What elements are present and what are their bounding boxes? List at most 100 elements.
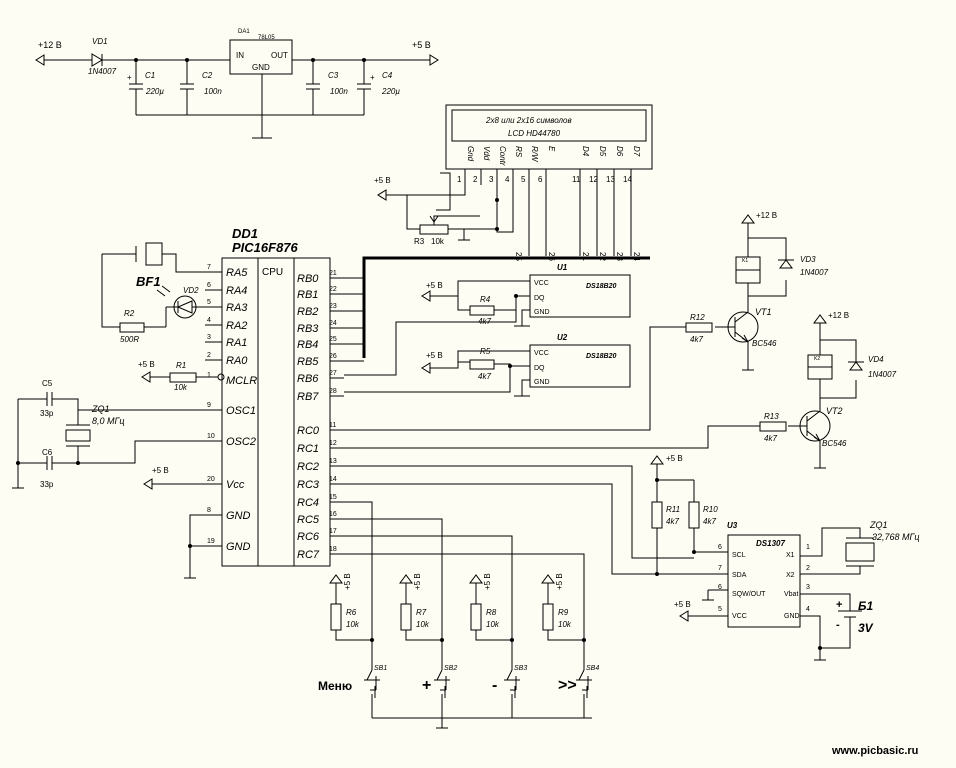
label: SB3 (514, 665, 527, 672)
svg-text:+: + (127, 73, 132, 82)
svg-text:8,0 МГц: 8,0 МГц (92, 416, 125, 426)
svg-text:VD3: VD3 (800, 255, 816, 264)
pic-pin-name: RB6 (297, 373, 319, 385)
svg-text:R11: R11 (666, 505, 680, 514)
pic-pin-name: RB1 (297, 289, 318, 301)
svg-text:VT2: VT2 (826, 406, 843, 416)
pic-pin-name: RB7 (297, 391, 319, 403)
pic-pin-number: 1 (207, 372, 211, 379)
svg-text:DD1: DD1 (232, 226, 258, 241)
pic-pin-number: 6 (207, 282, 211, 289)
bus-net-number: 23 (615, 252, 624, 261)
relay-channel-1: +12 В K1 VD3 1N4007 VT1 BC546 R12 4k7 (344, 211, 829, 431)
pic-pin-number: 11 (329, 422, 336, 429)
svg-text:6: 6 (718, 584, 722, 591)
pic-pin-name: RC2 (297, 461, 319, 473)
lcd-pin-number: 3 (489, 175, 494, 184)
svg-text:+5 В: +5 В (412, 40, 431, 50)
svg-text:+5 В: +5 В (138, 360, 155, 369)
label: SB1 (374, 665, 387, 672)
svg-text:U2: U2 (557, 333, 568, 342)
svg-text:K1: K1 (742, 258, 748, 264)
svg-text:SDA: SDA (732, 572, 747, 579)
bus-net-number: 26 (547, 252, 556, 261)
pic-pin-number: 4 (207, 317, 211, 324)
svg-text:VD1: VD1 (92, 37, 108, 46)
label: R7 (416, 608, 427, 617)
svg-text:R10: R10 (703, 505, 718, 514)
svg-text:PIC16F876: PIC16F876 (232, 240, 299, 255)
pic-pin-name: OSC1 (226, 405, 256, 417)
pic-pin-number: 10 (207, 433, 215, 440)
svg-text:GND: GND (252, 63, 270, 72)
svg-text:4k7: 4k7 (666, 517, 679, 526)
label: 10k (346, 620, 360, 629)
lcd-pin-number: 2 (473, 175, 478, 184)
lcd-pin-number: 4 (505, 175, 510, 184)
label: +5 В (343, 573, 352, 590)
svg-text:C2: C2 (202, 71, 213, 80)
label: R9 (558, 608, 569, 617)
label: +5 В (555, 573, 564, 590)
buzzer-bf1: BF1 R2 500R VD2 (101, 242, 205, 344)
svg-text:4k7: 4k7 (690, 335, 703, 344)
svg-text:ZQ1: ZQ1 (869, 520, 888, 530)
pic-pin-name: OSC2 (226, 436, 256, 448)
pic-pin-name: MCLR (226, 375, 257, 387)
pic-pin-number: 27 (329, 370, 337, 377)
bus-net-number: 24 (632, 252, 641, 261)
label: SB2 (444, 665, 457, 672)
svg-text:4k7: 4k7 (703, 517, 716, 526)
svg-text:R4: R4 (480, 295, 491, 304)
lcd-pin-number: 14 (623, 175, 632, 184)
lcd-pin-label: Vdd (482, 146, 491, 161)
svg-text:Vbat: Vbat (784, 591, 798, 598)
pic-pin-name: RB4 (297, 339, 318, 351)
bus-net-number: 21 (581, 252, 590, 261)
svg-text:GND: GND (534, 379, 550, 386)
svg-text:+: + (836, 599, 842, 611)
svg-text:+5 В: +5 В (666, 454, 683, 463)
svg-text:C1: C1 (145, 71, 155, 80)
pic-pin-name: RA0 (226, 355, 248, 367)
svg-text:100n: 100n (330, 87, 348, 96)
svg-text:+12 В: +12 В (828, 311, 849, 320)
pic-pin-number: 24 (329, 320, 337, 327)
pic-pin-number: 25 (329, 336, 337, 343)
svg-text:DA1: DA1 (238, 29, 250, 35)
svg-text:VCC: VCC (534, 280, 549, 287)
svg-text:1: 1 (806, 544, 810, 551)
svg-text:7: 7 (718, 565, 722, 572)
lcd-pin-label: R/W (530, 146, 539, 163)
pic-pin-name: RC6 (297, 531, 320, 543)
pic-pin-name: Vcc (226, 479, 245, 491)
bus-net-number: 22 (598, 252, 607, 261)
lcd-pin-label: RS (514, 146, 523, 158)
svg-text:220µ: 220µ (381, 87, 400, 96)
pic-pin-name: RC3 (297, 479, 320, 491)
svg-text:5: 5 (718, 606, 722, 613)
svg-text:VT1: VT1 (755, 307, 772, 317)
label: R6 (346, 608, 357, 617)
svg-text:VD2: VD2 (183, 286, 199, 295)
svg-text:+5 В: +5 В (374, 176, 391, 185)
svg-text:IN: IN (236, 51, 244, 60)
svg-text:C5: C5 (42, 379, 53, 388)
svg-text:GND: GND (784, 613, 800, 620)
pic-pin-number: 8 (207, 507, 211, 514)
svg-text:BC546: BC546 (822, 439, 847, 448)
pic-pin-name: GND (226, 541, 251, 553)
svg-text:1N4007: 1N4007 (88, 67, 117, 76)
svg-text:DS18B20: DS18B20 (586, 283, 616, 290)
svg-text:GND: GND (534, 309, 550, 316)
svg-text:C6: C6 (42, 448, 53, 457)
website-label: www.picbasic.ru (831, 745, 918, 757)
svg-text:X1: X1 (786, 552, 795, 559)
lcd-pin-number: 6 (538, 175, 543, 184)
pic-pin-name: RC7 (297, 549, 320, 561)
svg-text:32,768 МГц: 32,768 МГц (872, 532, 920, 542)
lcd-pin-number: 1 (457, 175, 462, 184)
pic-pin-name: RA3 (226, 302, 248, 314)
svg-text:VD4: VD4 (868, 355, 884, 364)
svg-text:K2: K2 (814, 356, 820, 362)
